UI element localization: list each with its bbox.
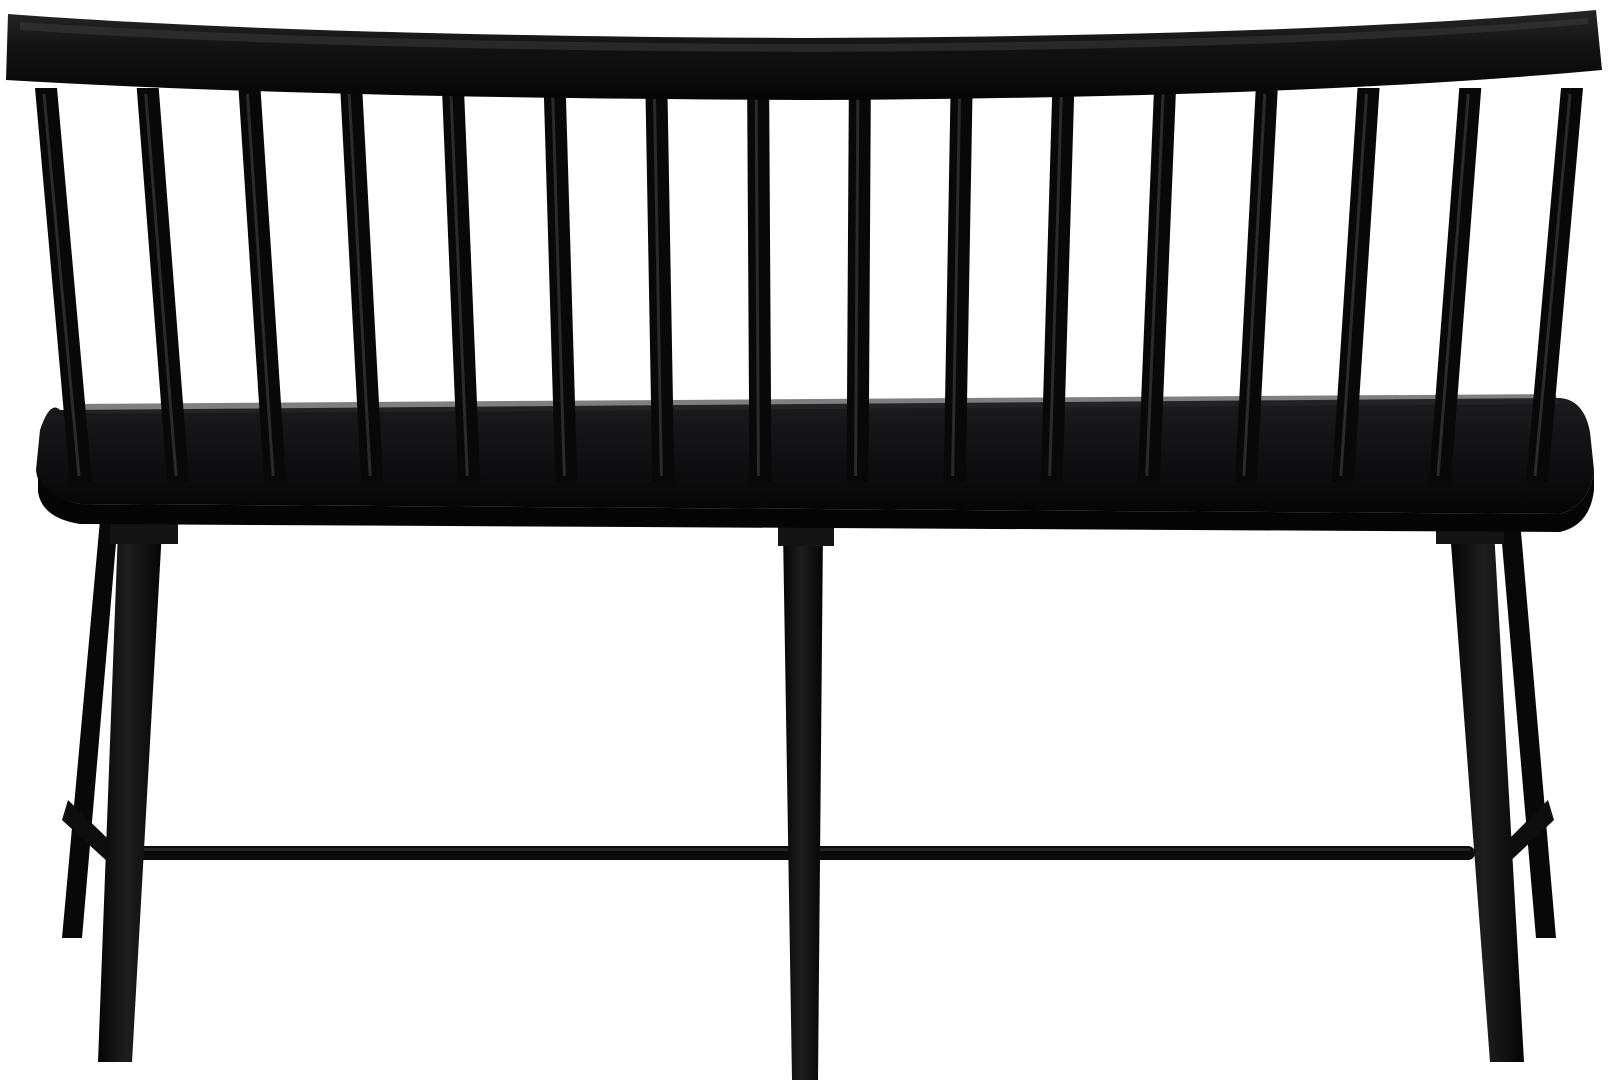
seat-top-sheen [70, 394, 1560, 414]
back-spindle-highlight [652, 93, 663, 477]
back-spindle-highlight [245, 93, 275, 477]
back-spindle [238, 88, 287, 482]
back-spindle [1526, 88, 1583, 482]
back-spindle-highlight [854, 93, 860, 477]
back-spindle-highlight [144, 93, 178, 477]
back-spindle-highlight [1145, 93, 1165, 477]
back-spindle-highlight [551, 93, 566, 477]
back-spindle-highlight [347, 93, 372, 477]
center-leg-block [778, 526, 834, 546]
bench [6, 10, 1602, 1080]
back-spindle [1137, 88, 1177, 482]
back-spindle [441, 88, 481, 482]
back-spindle [35, 88, 92, 482]
back-spindle [340, 88, 384, 482]
back-spindle [645, 88, 675, 482]
front-center-leg [783, 530, 823, 1080]
back-spindle-highlight [1436, 93, 1470, 477]
front-right-leg [1450, 530, 1524, 1062]
back-spindle [543, 88, 578, 482]
back-spindle [846, 88, 871, 482]
back-spindle-highlight [42, 93, 81, 477]
top-rail [6, 10, 1602, 100]
back-spindle [943, 88, 973, 482]
back-spindles [35, 88, 1583, 482]
back-spindle [1428, 88, 1482, 482]
back-spindle-highlight [1533, 93, 1572, 477]
seat-front-edge [38, 470, 1594, 532]
front-left-leg [98, 530, 162, 1062]
back-spindle-highlight [1339, 93, 1369, 477]
back-spindle-highlight [1048, 93, 1063, 477]
top-rail-highlight [20, 18, 1588, 52]
back-spindle [747, 88, 772, 482]
rear-right-leg [1500, 520, 1556, 938]
back-spindle [1234, 88, 1278, 482]
bench-seat [36, 398, 1594, 514]
back-spindle-highlight [951, 93, 962, 477]
back-spindle-highlight [449, 93, 469, 477]
back-spindle [1331, 88, 1380, 482]
back-spindle-highlight [1242, 93, 1267, 477]
back-spindle [136, 88, 190, 482]
rear-left-leg [62, 520, 118, 938]
back-spindle [1040, 88, 1075, 482]
back-spindle-highlight [754, 93, 760, 477]
